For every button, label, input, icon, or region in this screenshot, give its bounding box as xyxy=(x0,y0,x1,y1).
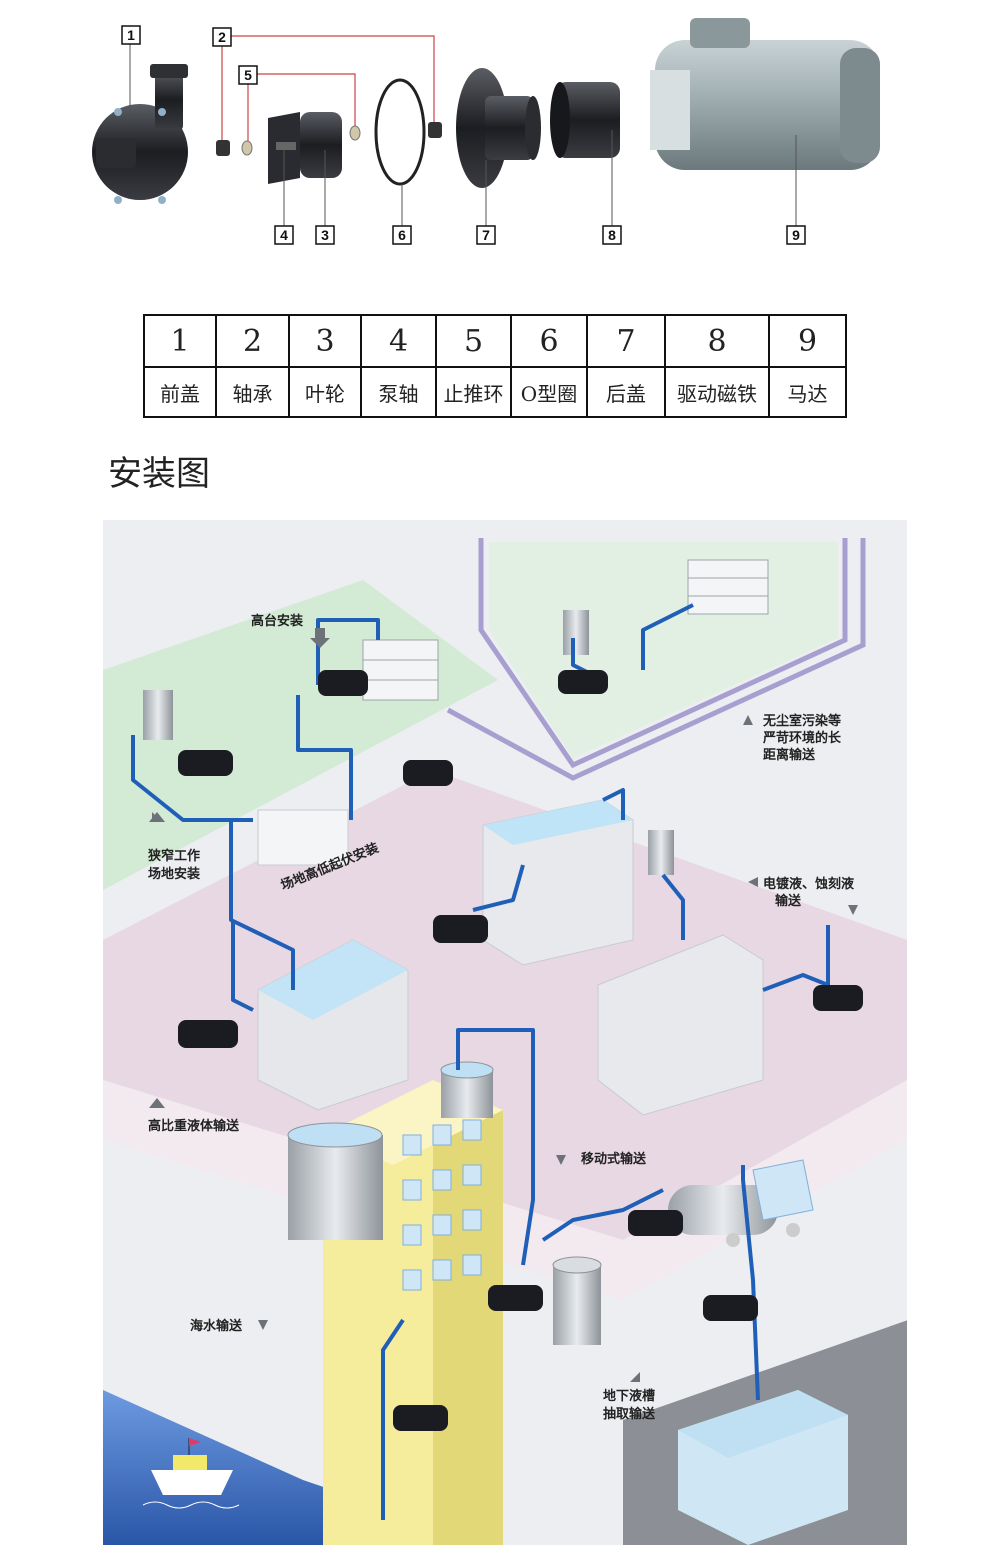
label-narrow-site-2: 场地安装 xyxy=(148,866,200,882)
label-narrow-site: 狭窄工作 xyxy=(147,848,200,864)
tanker-truck xyxy=(668,1159,814,1247)
stacked-rack xyxy=(362,559,769,701)
steel-tank xyxy=(143,610,674,1345)
svg-text:8: 8 xyxy=(608,227,616,243)
sea-zone xyxy=(103,1390,493,1545)
callout-badge-2: 2 xyxy=(212,27,232,47)
callout-badge-7: 7 xyxy=(476,225,496,245)
label-underground-2: 抽取输送 xyxy=(603,1406,656,1422)
label-heavy-liquid: 高比重液体输送 xyxy=(148,1118,240,1134)
part-front-cover xyxy=(92,64,188,204)
label-high-platform: 高台安装 xyxy=(251,613,303,629)
part-name-cell: 止推环 xyxy=(435,366,512,418)
part-rear-cover xyxy=(456,68,541,188)
label-plating: 电镀液、蚀刻液 xyxy=(763,876,854,892)
part-impeller xyxy=(268,112,342,184)
svg-text:2: 2 xyxy=(218,29,226,45)
part-number-cell: 6 xyxy=(510,314,588,368)
arrow-icon xyxy=(149,628,858,1382)
svg-text:5: 5 xyxy=(244,67,252,83)
part-motor xyxy=(650,18,880,170)
label-clean-room-3: 距离输送 xyxy=(763,747,816,763)
part-thrust-ring xyxy=(241,125,361,156)
part-number-cell: 8 xyxy=(664,314,770,368)
part-name-cell: 前盖 xyxy=(143,366,217,418)
part-name-cell: 轴承 xyxy=(215,366,290,418)
part-name-cell: 叶轮 xyxy=(288,366,362,418)
part-number-cell: 5 xyxy=(435,314,512,368)
part-number-cell: 3 xyxy=(288,314,362,368)
svg-text:9: 9 xyxy=(792,227,800,243)
tank-box xyxy=(257,799,764,1116)
part-number-cell: 2 xyxy=(215,314,290,368)
label-seawater: 海水输送 xyxy=(190,1318,243,1334)
svg-text:6: 6 xyxy=(398,227,406,243)
label-clean-room-2: 严苛环境的长 xyxy=(762,730,842,746)
label-clean-room: 无尘室污染等 xyxy=(762,713,841,729)
callout-badge-8: 8 xyxy=(602,225,622,245)
svg-text:3: 3 xyxy=(321,227,329,243)
callout-badge-4: 4 xyxy=(274,225,294,245)
label-mobile: 移动式输送 xyxy=(581,1151,647,1167)
part-name-cell: 驱动磁铁 xyxy=(664,366,770,418)
callout-badge-5: 5 xyxy=(238,65,258,85)
label-underground: 地下液槽 xyxy=(603,1388,655,1404)
part-name-cell: O型圈 xyxy=(510,366,588,418)
parts-table: 1 2 3 4 5 6 7 8 9 前盖 轴承 叶轮 泵轴 止推环 O型圈 后盖… xyxy=(143,314,847,418)
installation-diagram: 高台安装 狭窄工作 场地安装 场地高低起伏安装 无尘室污染等 严苛环境的长 距离… xyxy=(103,520,907,1545)
callout-badge-1: 1 xyxy=(121,25,141,45)
ship-icon xyxy=(142,1438,240,1509)
pipe-network xyxy=(131,603,830,1520)
part-name-cell: 泵轴 xyxy=(360,366,437,418)
exploded-view-diagram: 1 2 5 4 3 6 7 8 9 xyxy=(92,18,880,245)
part-number-cell: 9 xyxy=(768,314,847,368)
pink-zone xyxy=(103,770,907,1240)
part-number-cell: 4 xyxy=(360,314,437,368)
part-name-cell: 马达 xyxy=(768,366,847,418)
callout-badge-3: 3 xyxy=(315,225,335,245)
part-o-ring xyxy=(374,78,426,186)
parts-name-row: 前盖 轴承 叶轮 泵轴 止推环 O型圈 后盖 驱动磁铁 马达 xyxy=(143,366,847,418)
svg-text:7: 7 xyxy=(482,227,490,243)
clean-room xyxy=(446,538,866,781)
svg-text:4: 4 xyxy=(280,227,288,243)
part-name-cell: 后盖 xyxy=(586,366,666,418)
part-number-cell: 7 xyxy=(586,314,666,368)
svg-text:1: 1 xyxy=(127,27,135,43)
part-number-cell: 1 xyxy=(143,314,217,368)
callout-badge-6: 6 xyxy=(392,225,412,245)
magnetic-pump xyxy=(178,670,863,1431)
part-drive-magnet xyxy=(550,82,620,158)
part-bearing xyxy=(216,122,442,156)
underground-pit xyxy=(623,1320,907,1545)
label-plating-2: 输送 xyxy=(775,893,802,909)
section-title: 安装图 xyxy=(108,454,210,494)
parts-number-row: 1 2 3 4 5 6 7 8 9 xyxy=(143,314,847,368)
callout-badge-9: 9 xyxy=(786,225,806,245)
